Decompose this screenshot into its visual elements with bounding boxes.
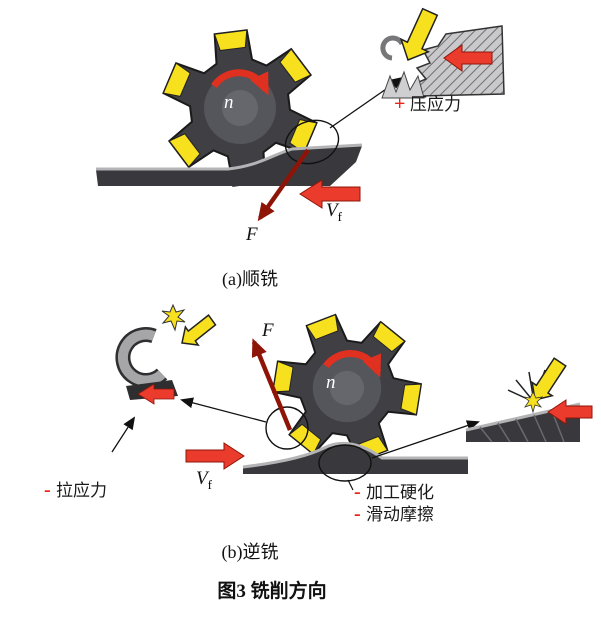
- spark-flash-left: [161, 303, 186, 332]
- feed-direction-arrow-b: [185, 442, 245, 470]
- work-hardening-label: 加工硬化: [366, 483, 434, 502]
- caption-a: (a)顺铣: [222, 269, 278, 290]
- workpiece-a: [96, 146, 362, 186]
- figure-title: 图3 铣削方向: [217, 579, 326, 602]
- feed-label-b: Vf: [196, 468, 213, 492]
- leader-arrow-b-left: [180, 397, 267, 423]
- feed-label-a: Vf: [326, 200, 343, 224]
- leader-arrow-b-right: [371, 420, 480, 459]
- tensile-stress-label: 拉应力: [56, 481, 107, 500]
- chip-inset-b-left: [111, 303, 217, 453]
- tensile-arrow-red: [137, 383, 175, 405]
- rotation-label-a: n: [224, 92, 234, 113]
- panel-a-climb-milling: n F Vf + 压应力 (a)顺铣: [96, 7, 505, 290]
- cutting-force-arrow-b: [251, 338, 293, 431]
- force-label-b: F: [261, 320, 274, 341]
- rotation-arrow-b: [323, 350, 382, 378]
- contact-zone-circle-a: [284, 119, 340, 165]
- feed-direction-arrow-a: [299, 179, 361, 209]
- pressure-arrow-red-a: [443, 44, 493, 72]
- rub-arrow-yellow: [531, 357, 567, 401]
- rub-arrow-red: [547, 399, 593, 425]
- rub-inset-b-right: [465, 357, 593, 443]
- hardening-leader-line: [347, 479, 354, 491]
- chip-inset-a: [380, 7, 505, 99]
- workpiece-a-surface-highlight: [96, 143, 363, 171]
- curled-chip: [117, 329, 166, 386]
- caption-b: (b)逆铣: [222, 542, 279, 563]
- rotation-arrow-a: [211, 69, 270, 96]
- workpiece-b-surface-highlight: [242, 441, 468, 469]
- compressive-stress-sign: +: [394, 93, 405, 115]
- tensile-arrow-yellow: [181, 314, 217, 346]
- workpiece-b: [243, 444, 468, 474]
- compressive-stress-label: 压应力: [410, 95, 461, 114]
- rotation-label-b: n: [326, 372, 336, 393]
- work-hardening-sign: -: [354, 481, 361, 503]
- tensile-stress-sign: -: [44, 479, 51, 501]
- force-label-a: F: [245, 224, 258, 245]
- sliding-friction-sign: -: [354, 503, 361, 525]
- pressure-arrow-yellow-a: [399, 7, 439, 61]
- contact-zone-circle-b-bottom: [318, 444, 372, 482]
- sliding-friction-label: 滑动摩擦: [366, 505, 434, 524]
- spark-flash-right: [522, 391, 544, 414]
- tensile-leader-arrow: [111, 416, 136, 453]
- chip-curl-a: [380, 35, 405, 61]
- cutting-force-arrow-a: [257, 148, 310, 222]
- panel-b-conventional-milling: n F Vf - 拉应力: [44, 303, 593, 563]
- compressed-surface-a: [381, 70, 425, 99]
- contact-zone-circle-b-left: [265, 406, 309, 450]
